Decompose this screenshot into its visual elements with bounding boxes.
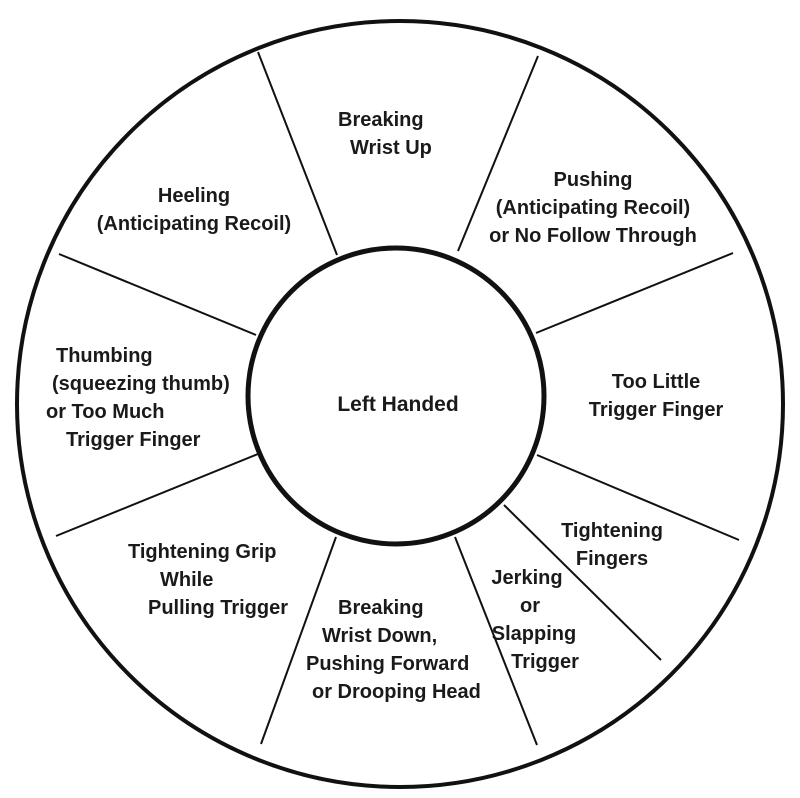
segment-thumbing: Thumbing (squeezing thumb) or Too Much T… bbox=[46, 342, 230, 454]
segment-line: Fingers bbox=[575, 548, 649, 570]
segment-line: (squeezing thumb) bbox=[52, 373, 230, 395]
center-ring bbox=[245, 245, 547, 547]
divider-line bbox=[503, 504, 662, 661]
segment-jerking-or-slapping-trigger: Jerking or Slapping Trigger bbox=[480, 564, 592, 676]
divider-line bbox=[257, 51, 338, 256]
segment-line: Thumbing bbox=[56, 345, 153, 367]
segment-pushing: Pushing (Anticipating Recoil) or No Foll… bbox=[478, 166, 708, 250]
segment-line: Pushing Forward bbox=[306, 653, 470, 675]
segment-line: Wrist Up bbox=[350, 137, 432, 159]
divider-line bbox=[55, 453, 259, 537]
divider-line bbox=[260, 536, 337, 745]
segment-too-little-trigger-finger: Too Little Trigger Finger bbox=[576, 368, 736, 424]
segment-line: Too Little bbox=[611, 371, 701, 393]
segment-line: Slapping bbox=[491, 623, 577, 645]
segment-line: or bbox=[520, 595, 540, 617]
segment-line: or Too Much bbox=[46, 401, 165, 423]
divider-line bbox=[536, 454, 740, 541]
segment-tightening-grip: Tightening Grip While Pulling Trigger bbox=[128, 538, 288, 622]
segment-breaking-wrist-down: Breaking Wrist Down, Pushing Forward or … bbox=[300, 594, 500, 706]
segment-line: Tightening Grip bbox=[128, 541, 277, 563]
segment-line: Trigger bbox=[511, 651, 579, 673]
segment-line: Trigger Finger bbox=[66, 429, 201, 451]
segment-line: Breaking bbox=[338, 597, 424, 619]
segment-line: Jerking bbox=[491, 567, 563, 589]
divider-line bbox=[58, 253, 257, 336]
center-label: Left Handed bbox=[337, 393, 459, 416]
segment-line: Heeling bbox=[157, 185, 231, 207]
segment-heeling: Heeling (Anticipating Recoil) bbox=[86, 182, 302, 238]
segment-line: Breaking bbox=[338, 109, 424, 131]
segment-line: or No Follow Through bbox=[489, 225, 697, 247]
divider-line bbox=[454, 536, 538, 746]
segment-line: (Anticipating Recoil) bbox=[495, 197, 691, 219]
segment-breaking-wrist-up: Breaking Wrist Up bbox=[338, 106, 432, 162]
segment-line: Wrist Down, bbox=[322, 625, 438, 647]
segment-line: Pulling Trigger bbox=[148, 597, 289, 619]
segment-line: While bbox=[160, 569, 214, 591]
segment-tightening-fingers: Tightening Fingers bbox=[550, 517, 674, 573]
segment-line: Trigger Finger bbox=[588, 399, 724, 421]
divider-line bbox=[457, 55, 539, 252]
segment-line: Pushing bbox=[553, 169, 633, 191]
segment-line: Tightening bbox=[561, 520, 663, 542]
segment-line: (Anticipating Recoil) bbox=[96, 213, 292, 235]
segment-line: or Drooping Head bbox=[312, 681, 481, 703]
divider-line bbox=[535, 252, 734, 334]
